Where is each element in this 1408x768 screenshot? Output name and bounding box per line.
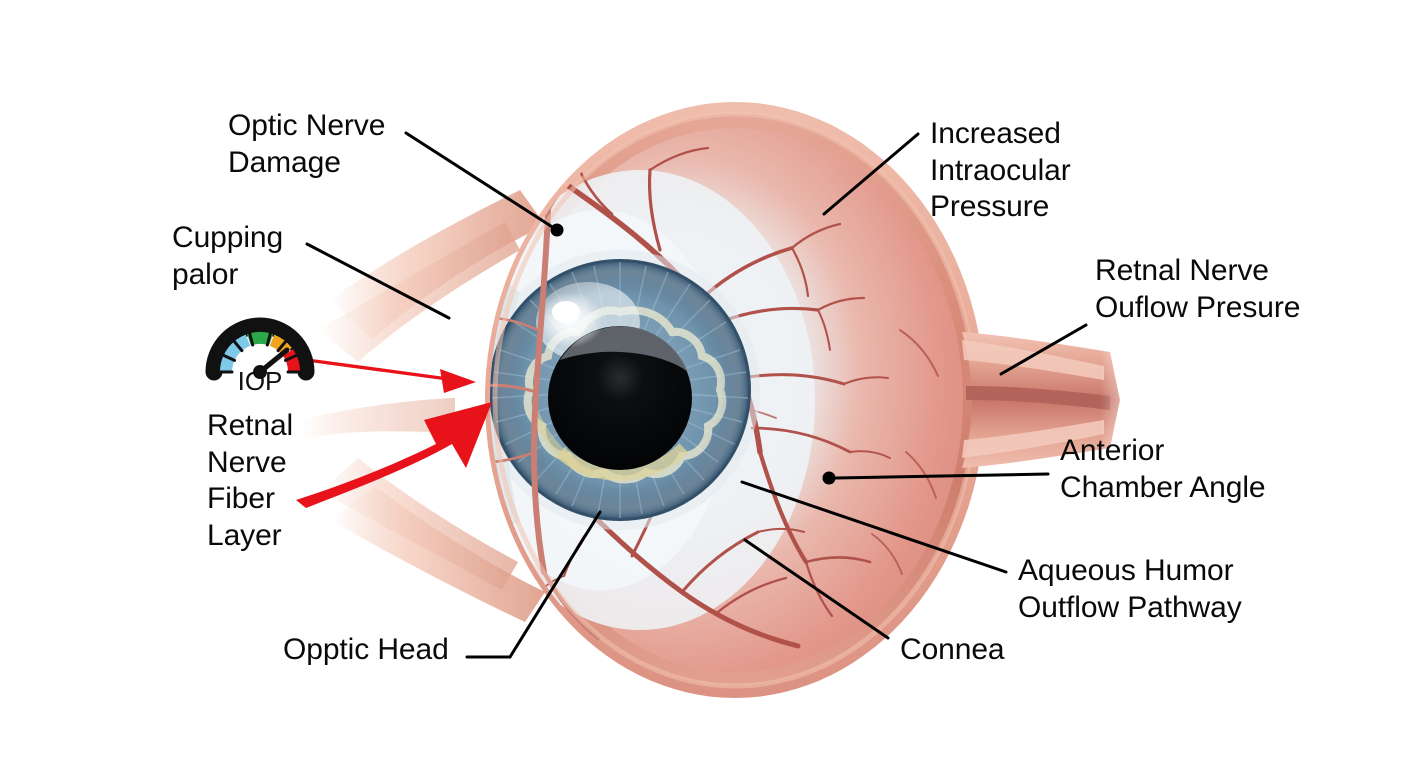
leader-increased-iop	[822, 132, 920, 216]
label-retinal-nerve-outflow-pressure: Retnal Nerve Ouflow Presure	[1095, 254, 1301, 324]
label-anterior-chamber-angle: Anterior Chamber Angle	[1060, 434, 1266, 504]
leader-anterior-chamber-angle	[834, 472, 1050, 480]
leader-optic-head	[508, 510, 602, 659]
gauge-ticks	[218, 331, 302, 374]
eye-globe	[485, 102, 985, 698]
iop-thick-arrow	[296, 402, 492, 508]
optic-nerve-trunk	[962, 320, 1150, 480]
iop-gauge-label: IOP	[237, 366, 283, 396]
iop-thin-arrow	[306, 358, 476, 393]
gauge-segment-low	[220, 334, 251, 373]
label-optic-head: Opptic Head	[283, 633, 449, 666]
leader-lines	[305, 131, 1088, 659]
label-optic-nerve-damage: Optic Nerve Damage	[228, 109, 386, 179]
leader-cornea	[743, 538, 890, 640]
gauge-hub	[253, 365, 267, 379]
label-retinal-nerve-fiber-layer: Retnal Nerve Fiber Layer	[207, 409, 294, 552]
iris-and-pupil	[490, 250, 760, 530]
label-cupping-palor: Cupping palor	[172, 221, 284, 291]
label-cornea: Connea	[900, 633, 1005, 666]
label-aqueous-humor-outflow-pathway: Aqueous Humor Outflow Pathway	[1018, 554, 1242, 624]
leader-dot-anterior-chamber-angle	[822, 471, 836, 485]
iop-gauge	[205, 317, 315, 381]
leader-cupping-palor	[305, 242, 451, 320]
extraocular-muscle-sheaths	[300, 190, 545, 622]
iop-pressure-arrows	[296, 358, 492, 508]
leader-aqueous-humor-outflow	[740, 480, 1008, 574]
label-increased-intraocular-pressure: Increased Intraocular Pressure	[930, 117, 1071, 224]
leader-dot-optic-nerve-damage	[550, 223, 564, 237]
leader-rn-outflow-pressure	[999, 323, 1088, 376]
leader-optic-nerve-damage	[404, 131, 559, 232]
